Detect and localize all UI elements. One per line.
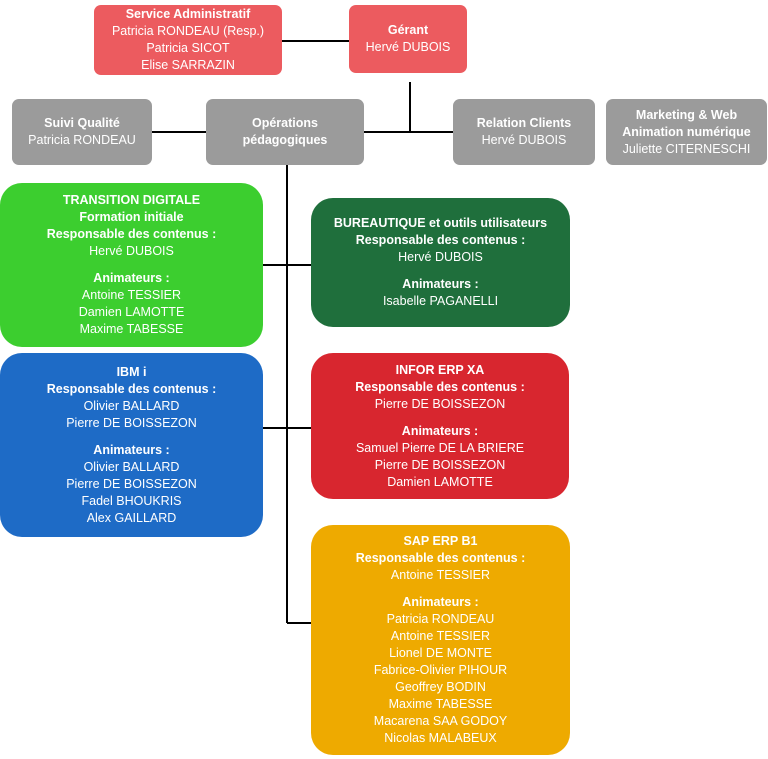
gerant-member: Hervé DUBOIS: [365, 40, 451, 54]
ibm-i-box: IBM i Responsable des contenus : Olivier…: [0, 353, 263, 537]
transition-title: TRANSITION DIGITALE: [62, 193, 201, 207]
relation-title: Relation Clients: [476, 116, 572, 130]
sap-anim: Antoine TESSIER: [390, 629, 491, 643]
sap-anim: Patricia RONDEAU: [386, 612, 495, 626]
sap-title: SAP ERP B1: [403, 534, 478, 548]
infor-anim: Pierre DE BOISSEZON: [374, 457, 506, 472]
ibmi-resp-label: Responsable des contenus :: [46, 381, 217, 396]
infor-anim-label: Animateurs :: [401, 423, 479, 438]
ibmi-anim: Olivier BALLARD: [83, 459, 180, 474]
qualite-title: Suivi Qualité: [44, 116, 120, 130]
sap-anim: Fabrice-Olivier PIHOUR: [373, 663, 508, 677]
admin-member: Elise SARRAZIN: [141, 58, 235, 72]
sap-resp-label: Responsable des contenus :: [355, 551, 526, 565]
transition-anim: Maxime TABESSE: [79, 322, 184, 336]
bureautique-box: BUREAUTIQUE et outils utilisateurs Respo…: [311, 198, 570, 327]
bureautique-anim-label: Animateurs :: [402, 277, 479, 291]
marketing-member: Juliette CITERNESCHI: [622, 141, 751, 156]
transition-anim: Antoine TESSIER: [81, 288, 182, 302]
bureautique-resp-label: Responsable des contenus :: [355, 233, 526, 247]
ibmi-anim: Fadel BHOUKRIS: [81, 493, 182, 508]
ibmi-anim: Pierre DE BOISSEZON: [66, 476, 197, 491]
gerant-title: Gérant: [387, 23, 429, 37]
transition-resp-label: Responsable des contenus :: [46, 227, 217, 241]
sap-resp: Antoine TESSIER: [390, 568, 491, 582]
admin-title: Service Administratif: [125, 7, 251, 21]
relation-clients-box: Relation Clients Hervé DUBOIS: [453, 99, 595, 165]
infor-erp-xa-box: INFOR ERP XA Responsable des contenus : …: [311, 353, 569, 499]
sap-anim: Macarena SAA GODOY: [373, 714, 508, 728]
marketing-title-line1: Marketing & Web: [635, 107, 738, 122]
bureautique-title: BUREAUTIQUE et outils utilisateurs: [333, 216, 548, 230]
transition-anim: Damien LAMOTTE: [78, 305, 185, 319]
infor-resp: Pierre DE BOISSEZON: [374, 396, 506, 411]
transition-anim-label: Animateurs :: [93, 271, 170, 285]
admin-member: Patricia SICOT: [146, 41, 230, 55]
transition-subtitle: Formation initiale: [79, 210, 184, 224]
ibmi-title: IBM i: [116, 364, 147, 379]
operations-title-line1: Opérations: [252, 116, 318, 130]
infor-title: INFOR ERP XA: [395, 362, 485, 377]
operations-pedagogiques-box: Opérations pédagogiques: [206, 99, 364, 165]
marketing-web-box: Marketing & Web Animation numérique Juli…: [606, 99, 767, 165]
infor-resp-label: Responsable des contenus :: [355, 379, 525, 394]
ibmi-resp: Olivier BALLARD: [83, 398, 180, 413]
transition-resp: Hervé DUBOIS: [89, 244, 174, 258]
service-administratif-box: Service Administratif Patricia RONDEAU (…: [94, 5, 282, 75]
bureautique-anim: Isabelle PAGANELLI: [382, 294, 499, 308]
ibmi-resp: Pierre DE BOISSEZON: [66, 415, 197, 430]
ibmi-anim-label: Animateurs :: [93, 442, 170, 457]
transition-digitale-box: TRANSITION DIGITALE Formation initiale R…: [0, 183, 263, 347]
bureautique-resp: Hervé DUBOIS: [398, 250, 483, 264]
suivi-qualite-box: Suivi Qualité Patricia RONDEAU: [12, 99, 152, 165]
sap-anim: Maxime TABESSE: [388, 697, 493, 711]
marketing-title-line2: Animation numérique: [622, 124, 751, 139]
infor-anim: Samuel Pierre DE LA BRIERE: [355, 440, 525, 455]
infor-anim: Damien LAMOTTE: [387, 474, 493, 489]
ibmi-anim: Alex GAILLARD: [86, 510, 177, 525]
sap-anim: Geoffrey BODIN: [395, 680, 486, 694]
sap-anim-label: Animateurs :: [402, 595, 479, 609]
admin-member: Patricia RONDEAU (Resp.): [111, 24, 265, 38]
sap-erp-b1-box: SAP ERP B1 Responsable des contenus : An…: [311, 525, 570, 755]
qualite-member: Patricia RONDEAU: [28, 133, 136, 147]
gerant-box: Gérant Hervé DUBOIS: [349, 5, 467, 73]
operations-title-line2: pédagogiques: [242, 133, 328, 147]
sap-anim: Lionel DE MONTE: [389, 646, 492, 660]
relation-member: Hervé DUBOIS: [481, 133, 567, 147]
sap-anim: Nicolas MALABEUX: [384, 731, 497, 745]
